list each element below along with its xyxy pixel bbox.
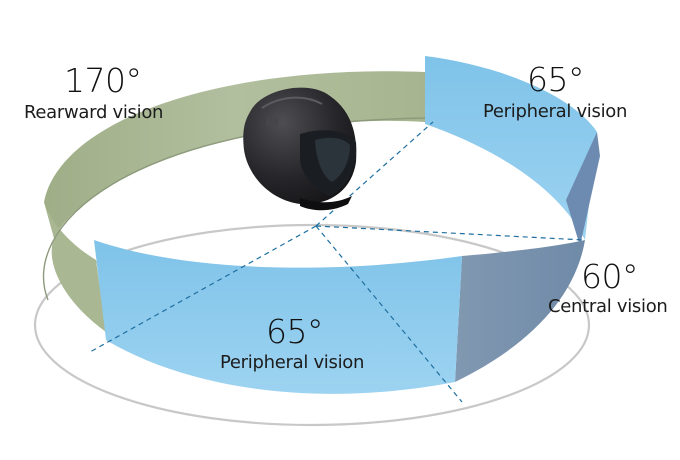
peripheral-right-angle: 65°	[527, 60, 585, 99]
rearward-angle: 170°	[64, 61, 142, 100]
peripheral-front-band	[94, 240, 462, 394]
rearward-label: Rearward vision	[24, 102, 164, 123]
ground-ring	[33, 223, 591, 427]
helmet-image	[243, 87, 357, 211]
central-vision-band-front	[455, 240, 585, 382]
peripheral-right-band	[425, 56, 597, 240]
peripheral-right-label: Peripheral vision	[483, 101, 628, 122]
central-vision-band	[566, 132, 600, 246]
central-angle: 60°	[581, 257, 639, 296]
rearward-vision-band-left	[44, 202, 106, 332]
peripheral-front-angle: 65°	[266, 312, 324, 351]
central-label: Central vision	[548, 296, 668, 317]
peripheral-front-label: Peripheral vision	[220, 352, 365, 373]
sight-lines	[89, 121, 585, 403]
